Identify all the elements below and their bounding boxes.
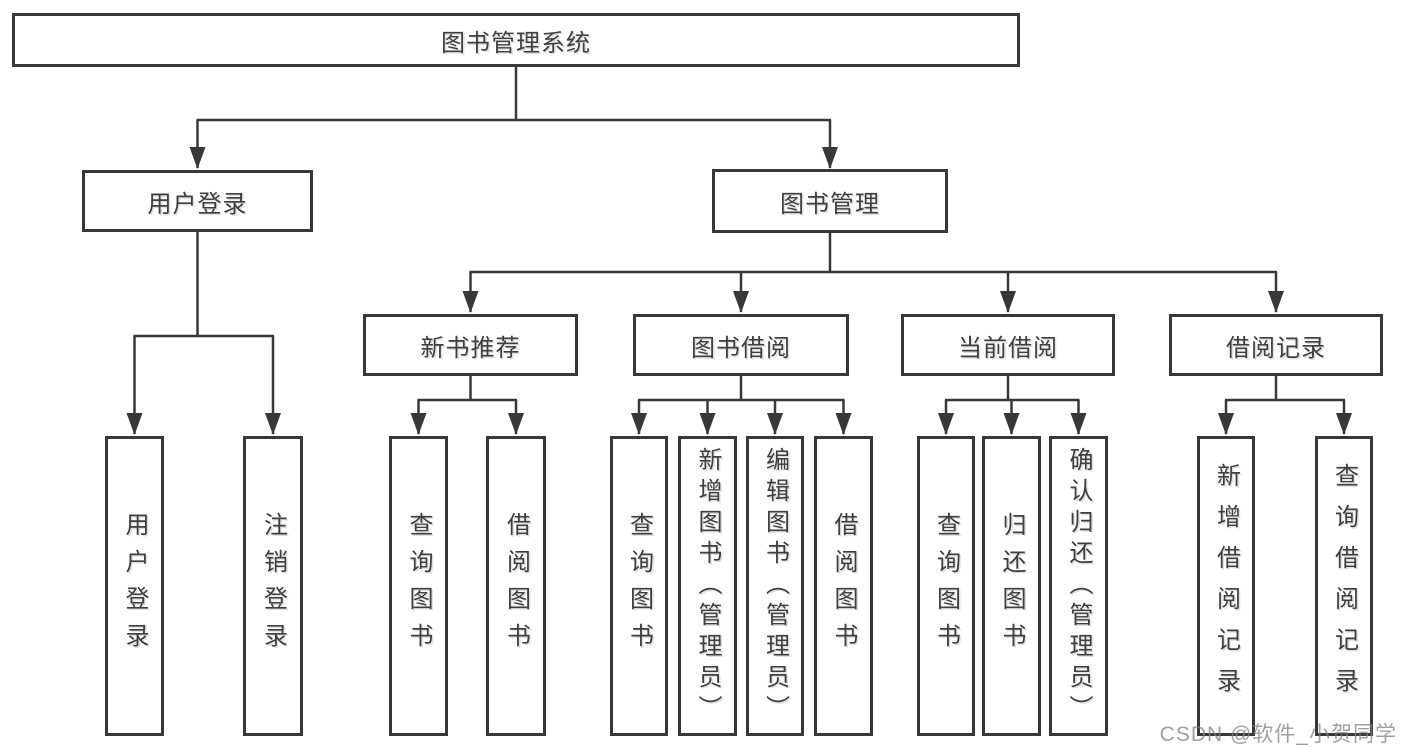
watermark-text: CSDN @软件_小贺同学 — [1159, 723, 1397, 746]
node-borrow-records: 借阅记录 — [1169, 314, 1383, 376]
leaf-confirm-return-admin: 确认归还（管理员） — [1049, 436, 1108, 736]
leaf-confirm-return-admin-label: 确认归还（管理员） — [1065, 446, 1092, 726]
leaf-user-login: 用户登录 — [105, 436, 164, 736]
node-current-borrow-label: 当前借阅 — [958, 334, 1058, 362]
node-current-borrow: 当前借阅 — [901, 314, 1115, 376]
node-user-login: 用户登录 — [82, 170, 313, 232]
leaf-borrow-books-recommend-label: 借阅图书 — [502, 512, 530, 660]
leaf-query-books-recommend: 查询图书 — [389, 436, 448, 736]
leaf-query-books-borrow-label: 查询图书 — [625, 512, 653, 660]
leaf-query-books-recommend-label: 查询图书 — [405, 512, 432, 660]
leaf-add-borrow-record-label: 新增借阅记录 — [1212, 463, 1240, 709]
node-book-management: 图书管理 — [712, 169, 948, 233]
node-user-login-label: 用户登录 — [147, 190, 248, 218]
leaf-add-borrow-record: 新增借阅记录 — [1197, 436, 1255, 736]
node-new-book-recommend: 新书推荐 — [363, 314, 578, 376]
node-book-management-label: 图书管理 — [780, 190, 880, 218]
node-borrow-records-label: 借阅记录 — [1226, 334, 1326, 362]
leaf-logout: 注销登录 — [243, 436, 303, 736]
node-root: 图书管理系统 — [12, 13, 1020, 67]
leaf-query-books-current: 查询图书 — [917, 436, 975, 736]
leaf-borrow-books-recommend: 借阅图书 — [486, 436, 546, 736]
leaf-return-books: 归还图书 — [982, 436, 1041, 736]
node-new-book-recommend-label: 新书推荐 — [420, 334, 521, 362]
leaf-query-borrow-record: 查询借阅记录 — [1315, 436, 1373, 736]
node-book-borrow: 图书借阅 — [633, 314, 849, 376]
leaf-edit-book-admin: 编辑图书（管理员） — [746, 436, 804, 736]
leaf-add-book-admin: 新增图书（管理员） — [678, 436, 737, 736]
node-root-label: 图书管理系统 — [441, 29, 591, 57]
node-book-borrow-label: 图书借阅 — [691, 334, 791, 362]
leaf-query-books-borrow: 查询图书 — [610, 436, 668, 736]
leaf-borrow-books: 借阅图书 — [814, 436, 873, 736]
leaf-borrow-books-label: 借阅图书 — [830, 512, 857, 660]
leaf-return-books-label: 归还图书 — [998, 512, 1025, 660]
leaf-query-books-current-label: 查询图书 — [932, 512, 960, 660]
leaf-user-login-label: 用户登录 — [121, 512, 148, 660]
leaf-edit-book-admin-label: 编辑图书（管理员） — [761, 446, 789, 726]
leaf-add-book-admin-label: 新增图书（管理员） — [694, 446, 721, 726]
leaf-logout-label: 注销登录 — [259, 512, 287, 660]
leaf-query-borrow-record-label: 查询借阅记录 — [1330, 463, 1358, 709]
